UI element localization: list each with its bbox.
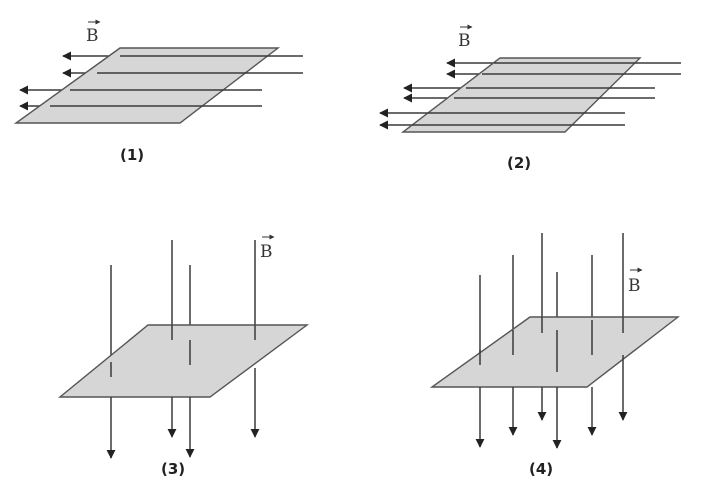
figure-caption-4: (4)	[529, 460, 553, 478]
figure-caption-1: (1)	[120, 146, 144, 164]
b-field-label-3: B	[260, 242, 273, 262]
figure-2: B (2)	[379, 24, 681, 172]
b-field-label-4: B	[628, 276, 641, 296]
figure-caption-2: (2)	[507, 154, 531, 172]
figure-caption-3: (3)	[161, 460, 185, 478]
figure-1: B (1)	[13, 19, 303, 164]
surface-plane-3	[58, 324, 310, 398]
figure-3: B (3)	[58, 234, 310, 478]
b-field-label-1: B	[86, 26, 99, 46]
surface-plane-4	[429, 316, 681, 388]
surface-plane-1	[13, 47, 281, 124]
surface-plane-2	[400, 57, 642, 133]
figure-4: B (4)	[429, 233, 681, 478]
b-field-label-2: B	[458, 31, 471, 51]
